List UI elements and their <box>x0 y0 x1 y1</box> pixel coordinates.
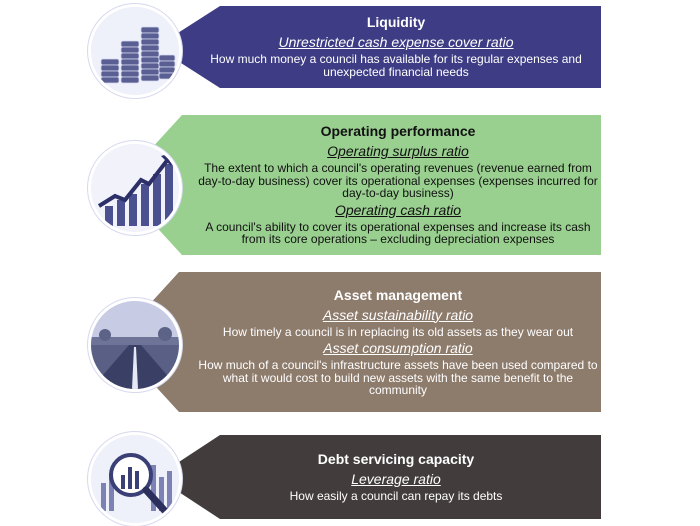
metric-name: Operating cash ratio <box>334 201 462 218</box>
operating-performance-banner <box>118 115 601 255</box>
panel-title: Asset management <box>333 286 463 303</box>
panel-asset-management: Asset management Asset sustainability ra… <box>0 272 700 412</box>
panel-operating-performance: Operating performance Operating surplus … <box>0 115 700 255</box>
metric-name: Asset sustainability ratio <box>322 306 474 323</box>
coins-icon <box>88 4 182 98</box>
asset-management-banner <box>115 272 601 412</box>
panel-debt-servicing-capacity: Debt servicing capacity Leverage ratio H… <box>0 432 700 526</box>
metric-name: Operating surplus ratio <box>327 143 469 160</box>
liquidity-banner <box>156 6 601 88</box>
metric-description: A council's ability to cover its operati… <box>205 219 591 247</box>
metric-name: Leverage ratio <box>351 470 441 487</box>
debt-servicing-capacity-banner <box>156 435 601 519</box>
panel-liquidity: Liquidity Unrestricted cash expense cove… <box>0 4 700 98</box>
metric-description: How easily a council can repay its debts <box>289 488 503 503</box>
metric-description: How much money a council has available f… <box>210 52 582 79</box>
magnifier-chart-icon <box>88 432 182 526</box>
panel-title: Debt servicing capacity <box>317 450 475 467</box>
metric-description: The extent to which a council's operatin… <box>198 161 598 201</box>
road-icon <box>88 298 182 392</box>
metric-name: Asset consumption ratio <box>323 340 473 356</box>
panel-title: Liquidity <box>366 14 426 30</box>
growth-chart-icon <box>88 141 182 235</box>
metric-description: How much of a council's infrastructure a… <box>198 358 598 397</box>
metric-description: How timely a council is in replacing its… <box>222 324 574 339</box>
panel-title: Operating performance <box>320 123 476 140</box>
metric-name: Unrestricted cash expense cover ratio <box>278 34 514 50</box>
